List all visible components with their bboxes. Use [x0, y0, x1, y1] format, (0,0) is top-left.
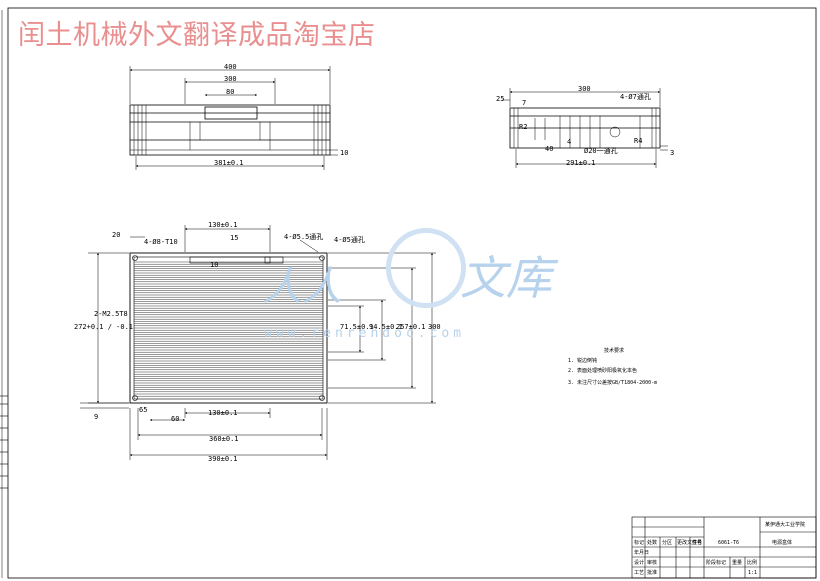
- note-item: 1. 锐边倒钝: [568, 358, 598, 364]
- dim-plan-tapped: 2-M2.5T8: [94, 310, 128, 318]
- dim-side-40: 40: [545, 145, 554, 153]
- watermark-logo-icon: [386, 228, 466, 308]
- tb-label: 标记: [634, 540, 645, 546]
- tb-label: 更改文件号: [677, 540, 703, 546]
- title-block: [631, 516, 817, 579]
- dim-front-handle: 80: [226, 88, 235, 96]
- tb-part-name: 电源盒体: [772, 540, 793, 546]
- tb-label: 阶段标记: [706, 560, 727, 566]
- shop-banner: 闰土机械外文翻译成品淘宝店: [18, 20, 376, 51]
- dim-side-height: 25: [496, 95, 505, 103]
- tb-label: 工艺: [634, 570, 645, 576]
- tb-label: 重量: [732, 560, 743, 566]
- dim-plan-300: 300: [428, 323, 441, 331]
- dim-side-bore: Ø20一通孔: [584, 147, 618, 155]
- dim-plan-390: 390±0.1: [208, 455, 238, 463]
- tb-label: 处数: [647, 540, 658, 546]
- dim-plan-thread: 4-Ø8-T10: [144, 238, 178, 246]
- side-view: [502, 88, 668, 168]
- heat-sink-fins: [134, 261, 323, 397]
- dim-side-7: 7: [522, 99, 527, 107]
- dim-front-hole-span: 381±0.1: [214, 159, 244, 167]
- dim-plan-9: 9: [94, 413, 99, 421]
- dim-side-length: 300: [578, 85, 591, 93]
- watermark-url: www.renrendoc.com: [264, 326, 466, 341]
- dim-front-inner: 300: [224, 75, 237, 83]
- tb-label: 审核: [647, 560, 658, 566]
- dim-plan-130-bottom: 130±0.1: [208, 409, 238, 417]
- watermark-right-text: 文库: [460, 251, 552, 305]
- dim-front-width: 400: [224, 63, 237, 71]
- dim-plan-10: 10: [210, 261, 219, 269]
- dim-side-4: 4: [567, 138, 572, 146]
- dim-side-3: 3: [670, 149, 675, 157]
- notes-title: 技术要求: [604, 348, 625, 354]
- plan-view: [80, 225, 436, 460]
- sheet-frame: [7, 7, 817, 579]
- dim-plan-20: 20: [112, 231, 121, 239]
- tb-part-no: 6061-T6: [718, 540, 740, 546]
- dim-side-r2: R2: [519, 123, 528, 131]
- tb-scale: 1:1: [748, 570, 758, 576]
- dim-side-holes: 4-Ø7通孔: [620, 93, 651, 101]
- tb-label: 签名: [692, 540, 703, 546]
- dim-plan-257: 257±0.1: [396, 323, 426, 331]
- tb-company: 某伊通大工业学院: [765, 522, 806, 528]
- tb-label: 比例: [747, 560, 758, 566]
- dim-plan-360: 360±0.1: [209, 435, 239, 443]
- dim-plan-65: 65: [139, 406, 148, 414]
- front-view: [129, 66, 338, 170]
- note-item: 2. 表面处理喷砂阳极氧化本色: [568, 368, 638, 374]
- dim-side-r4: R4: [634, 137, 643, 145]
- margin-ticks: [0, 395, 8, 489]
- dim-plan-15: 15: [230, 234, 239, 242]
- dim-plan-holes-b: 4-Ø5通孔: [334, 236, 365, 244]
- dim-front-base: 10: [340, 149, 349, 157]
- dim-plan-holes-a: 4-Ø5.5通孔: [284, 233, 324, 241]
- tb-label: 年月日: [634, 550, 650, 556]
- tb-label: 设计: [634, 560, 645, 566]
- dim-plan-130-top: 130±0.1: [208, 221, 238, 229]
- tb-label: 分区: [662, 540, 673, 546]
- dim-plan-60: 60: [171, 415, 180, 423]
- tb-label: 批准: [647, 570, 658, 576]
- dim-side-hole-span: 291±0.1: [566, 159, 596, 167]
- watermark-left-text: 人人: [262, 264, 342, 310]
- note-item: 3. 未注尺寸公差按GB/T1804-2000-m: [568, 380, 658, 386]
- dim-plan-272: 272+0.1 / -0.1: [74, 323, 134, 331]
- dim-plan-71: 71.5±0.1: [340, 323, 374, 331]
- dim-plan-94: 94.5±0.1: [369, 323, 403, 331]
